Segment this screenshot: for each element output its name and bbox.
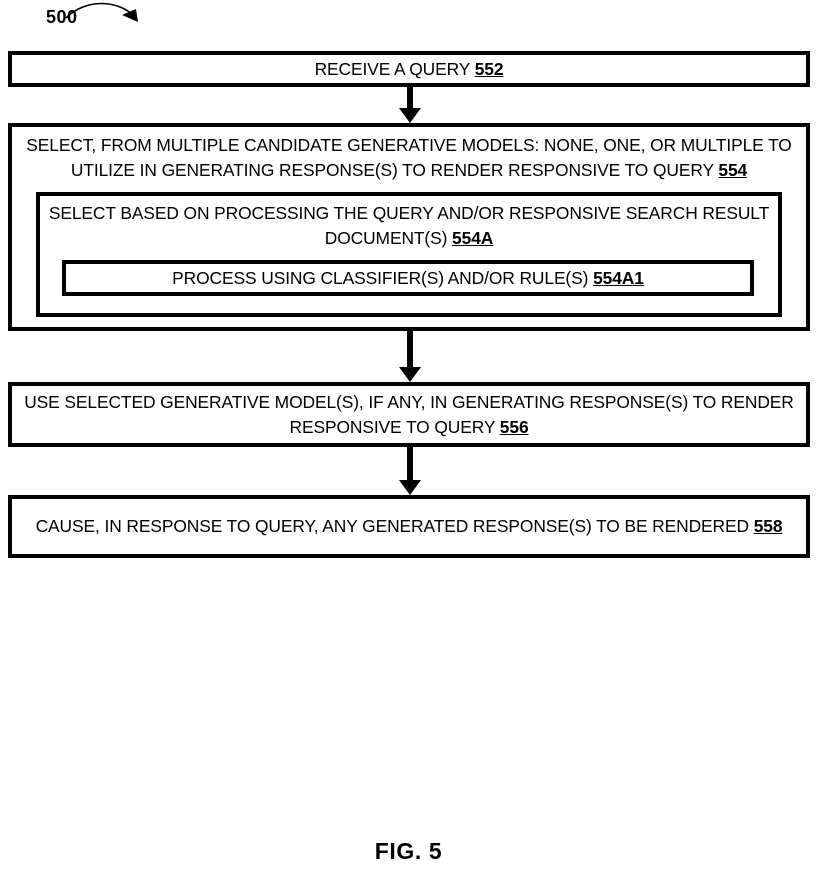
arrow-head-icon: [399, 480, 421, 495]
step-box-554a1-text: PROCESS USING CLASSIFIER(S) AND/OR RULE(…: [172, 267, 644, 288]
step-box-558-text: CAUSE, IN RESPONSE TO QUERY, ANY GENERAT…: [35, 516, 783, 536]
curved-lead-arrow-icon: [65, 2, 138, 22]
step-box-552-text: RECEIVE A QUERY 552: [314, 58, 504, 79]
figure-caption: FIG. 5: [374, 838, 443, 864]
connector-arrow-556-to-558: [393, 447, 427, 495]
arrow-head-icon: [399, 367, 421, 382]
step-box-556-text: USE SELECTED GENERATIVE MODEL(S), IF ANY…: [24, 391, 794, 437]
figure-reference-numeral: 500: [46, 7, 78, 27]
step-number-552: 552: [474, 58, 504, 79]
step-box-554a1: PROCESS USING CLASSIFIER(S) AND/OR RULE(…: [62, 260, 754, 296]
step-number-556: 556: [499, 416, 529, 437]
step-number-554a1: 554A1: [593, 267, 644, 288]
step-box-552: RECEIVE A QUERY 552: [8, 51, 810, 87]
step-number-554a: 554A: [452, 228, 494, 248]
step-box-554a-text: SELECT BASED ON PROCESSING THE QUERY AND…: [48, 203, 770, 248]
step-number-558: 558: [753, 516, 783, 536]
arrow-shaft: [407, 331, 413, 368]
step-box-554a: SELECT BASED ON PROCESSING THE QUERY AND…: [36, 192, 782, 317]
arrow-shaft: [407, 447, 413, 481]
step-box-554-text: SELECT, FROM MULTIPLE CANDIDATE GENERATI…: [26, 135, 792, 180]
step-box-558: CAUSE, IN RESPONSE TO QUERY, ANY GENERAT…: [8, 495, 810, 558]
step-box-556: USE SELECTED GENERATIVE MODEL(S), IF ANY…: [8, 382, 810, 447]
arrow-head-icon: [399, 108, 421, 123]
arrow-shaft: [407, 87, 413, 109]
connector-arrow-552-to-554: [393, 87, 427, 123]
step-number-554: 554: [718, 160, 748, 180]
connector-arrow-554-to-556: [393, 331, 427, 382]
